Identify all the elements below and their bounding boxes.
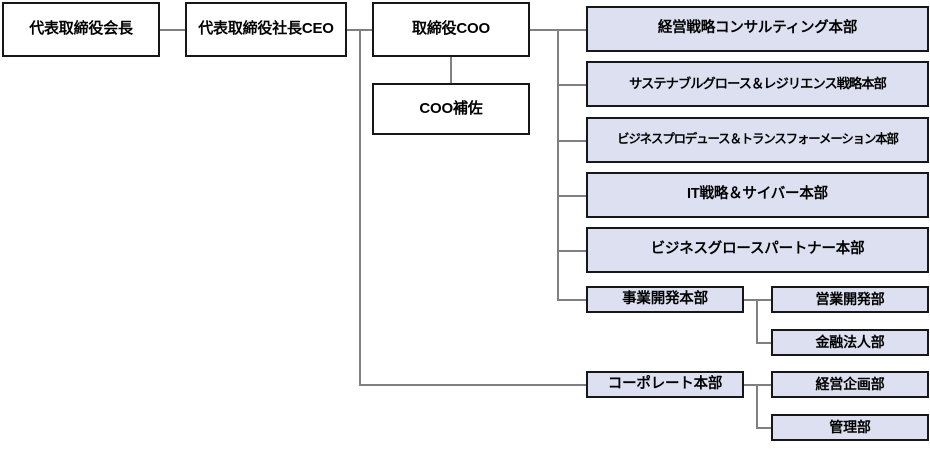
node-department-sales-development[interactable]: 営業開発部 <box>771 286 929 313</box>
node-division-it-strategy-cyber[interactable]: IT戦略＆サイバー本部 <box>586 172 929 218</box>
node-division-sustainable-growth[interactable]: サステナブルグロース＆レジリエンス戦略本部 <box>586 61 929 107</box>
node-division-business-produce-label: ビジネスプロデュース＆トランスフォーメーション本部 <box>617 132 899 147</box>
connector-trunk-div4 <box>557 195 586 197</box>
node-division-corporate[interactable]: コーポレート本部 <box>586 371 744 398</box>
connector-div7-subtrunk-vertical <box>756 384 758 428</box>
node-division-sustainable-growth-label: サステナブルグロース＆レジリエンス戦略本部 <box>629 75 887 91</box>
connector-div6-subtrunk-vertical <box>756 299 758 343</box>
node-division-strategy-consulting-label: 経営戦略コンサルティング本部 <box>657 20 858 37</box>
connector-trunk-div3 <box>557 140 586 142</box>
connector-subtrunk-dept1 <box>756 299 771 301</box>
node-division-it-strategy-cyber-label: IT戦略＆サイバー本部 <box>687 186 828 203</box>
connector-chairman-ceo <box>160 29 185 31</box>
node-ceo[interactable]: 代表取締役社長CEO <box>185 2 347 57</box>
node-coo-label: 取締役COO <box>412 20 490 38</box>
node-department-administration-label: 管理部 <box>829 418 871 435</box>
node-ceo-label: 代表取締役社長CEO <box>198 20 334 38</box>
node-coo-aide-label: COO補佐 <box>419 99 483 117</box>
connector-subtrunk-dept2 <box>756 342 771 344</box>
node-division-business-growth-partner[interactable]: ビジネスグロースパートナー本部 <box>586 227 929 273</box>
node-department-financial-institutions-label: 金融法人部 <box>815 333 885 350</box>
node-division-business-development[interactable]: 事業開発本部 <box>586 286 744 313</box>
node-coo-aide[interactable]: COO補佐 <box>372 83 530 135</box>
node-coo[interactable]: 取締役COO <box>372 2 530 57</box>
connector-ceo-trunk-to-corporate <box>359 384 586 386</box>
connector-coo-aide <box>450 57 452 83</box>
connector-trunk-div5 <box>557 250 586 252</box>
node-chairman[interactable]: 代表取締役会長 <box>2 2 160 57</box>
node-division-business-development-label: 事業開発本部 <box>622 290 708 307</box>
connector-trunk-div1 <box>557 29 586 31</box>
node-division-corporate-label: コーポレート本部 <box>607 375 723 392</box>
node-department-sales-development-label: 営業開発部 <box>815 290 885 307</box>
node-department-corporate-planning[interactable]: 経営企画部 <box>771 371 929 398</box>
connector-trunk-div6 <box>557 299 586 301</box>
connector-trunk-div2 <box>557 84 586 86</box>
node-division-strategy-consulting[interactable]: 経営戦略コンサルティング本部 <box>586 6 929 52</box>
node-department-financial-institutions[interactable]: 金融法人部 <box>771 329 929 356</box>
connector-coo-to-trunk <box>530 29 558 31</box>
connector-division-trunk-vertical <box>557 29 559 300</box>
connector-subtrunk-dept4 <box>756 427 771 429</box>
node-division-business-growth-partner-label: ビジネスグロースパートナー本部 <box>650 241 865 258</box>
node-department-administration[interactable]: 管理部 <box>771 414 929 441</box>
node-division-business-produce[interactable]: ビジネスプロデュース＆トランスフォーメーション本部 <box>586 117 929 163</box>
connector-ceo-trunk-vertical <box>359 29 361 386</box>
node-department-corporate-planning-label: 経営企画部 <box>815 375 885 392</box>
node-chairman-label: 代表取締役会長 <box>29 20 133 38</box>
connector-subtrunk-dept3 <box>756 384 771 386</box>
